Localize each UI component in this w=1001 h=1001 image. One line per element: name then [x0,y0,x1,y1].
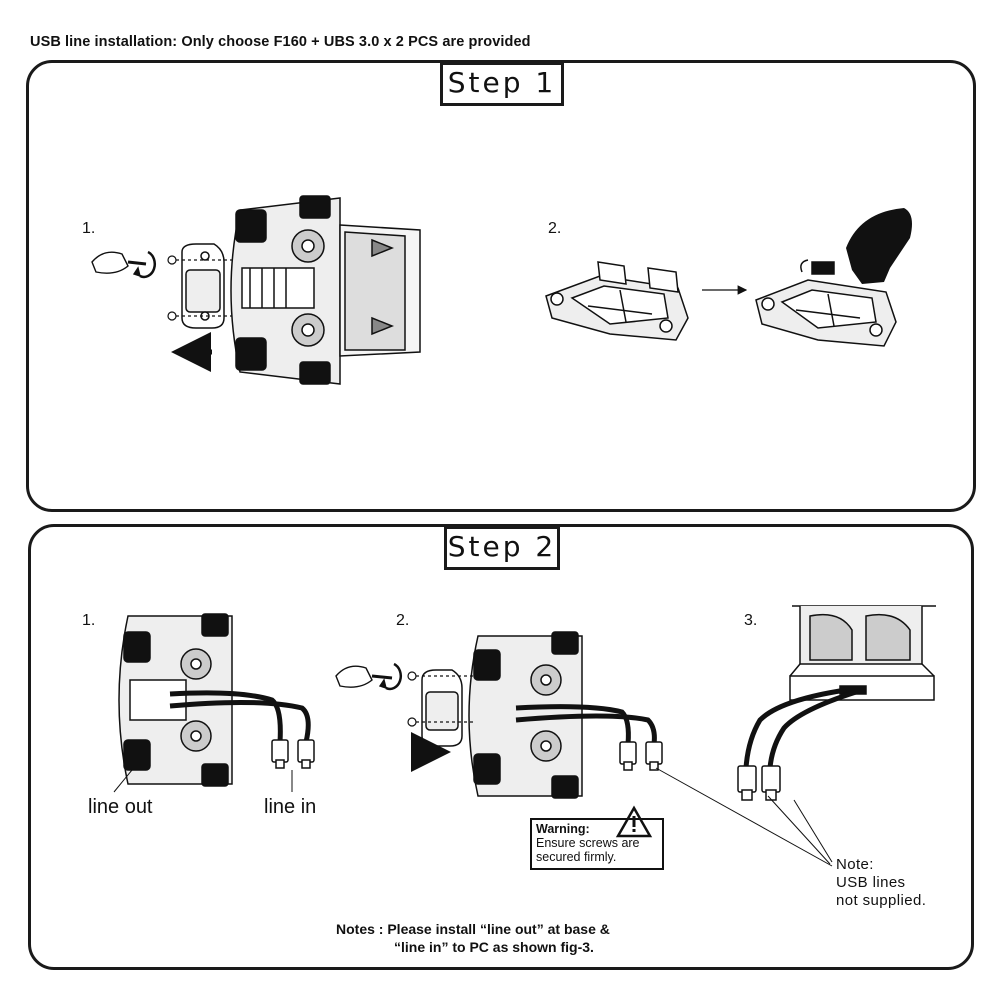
usb-note: Note: USB lines not supplied. [836,856,926,910]
heading-suffix: are provided [438,34,531,50]
usb-connector-icon-3 [737,765,781,801]
step-2-pedal-base-illustration [789,605,936,701]
step-2-title: Step 2 [444,526,560,570]
note-line-2: USB lines [836,874,906,891]
step-2-figure-1-number: 1. [82,612,96,629]
step-2-panel [28,524,974,970]
hand-screwdriver-icon [91,250,156,279]
hand-screwdriver-icon-2 [335,662,402,691]
note-line-3: not supplied. [836,892,927,909]
screw-icon [167,255,232,321]
notes-line-2: “line in” to PC as shown fig-3. [394,939,594,955]
step-2-figure-2-number: 2. [396,612,410,629]
usb-connector-icon [271,739,315,769]
heading-emphasis: F160 + UBS 3.0 x 2 PCS [273,34,439,50]
line-in-label: line in [264,796,317,818]
line-out-label: line out [88,796,153,818]
page-heading: USB line installation: Only choose F160 … [30,34,531,50]
notes-line-1: Notes : Please install “line out” at bas… [336,921,610,937]
note-leader-lines [655,767,833,867]
warning-title: Warning: [536,822,590,836]
warning-triangle-icon [615,805,653,838]
step-2-figure-3-number: 3. [744,612,758,629]
bracket-illustration-right [755,259,897,347]
bracket-illustration-left [545,261,689,341]
cover-plate-illustration [181,243,225,329]
screw-icon-2 [407,671,476,727]
installation-notes: Notes : Please install “line out” at bas… [336,920,610,956]
step-2-base-illustration [118,613,233,787]
usb-cable-pair [169,690,311,743]
step-1-title: Step 1 [440,62,564,106]
usb-cable-pair-2 [515,704,657,745]
step-1-figure-1-number: 1. [82,220,96,237]
warning-line-2: secured firmly. [536,850,617,864]
warning-line-1: Ensure screws are [536,836,640,850]
step-1-panel [26,60,976,512]
step-2-base-with-plate-illustration [421,631,583,799]
note-line-1: Note: [836,856,874,873]
step-1-base-illustration [230,195,421,385]
gloved-hand-icon [846,208,912,284]
warning-box: Warning: Ensure screws are secured firml… [530,818,664,870]
usb-connector-icon-2 [619,741,663,771]
line-out-leader [113,769,133,793]
heading-prefix: USB line installation: Only choose [30,34,274,50]
step-1-figure-2-number: 2. [548,220,562,237]
usb-cable-pair-3 [743,687,857,769]
